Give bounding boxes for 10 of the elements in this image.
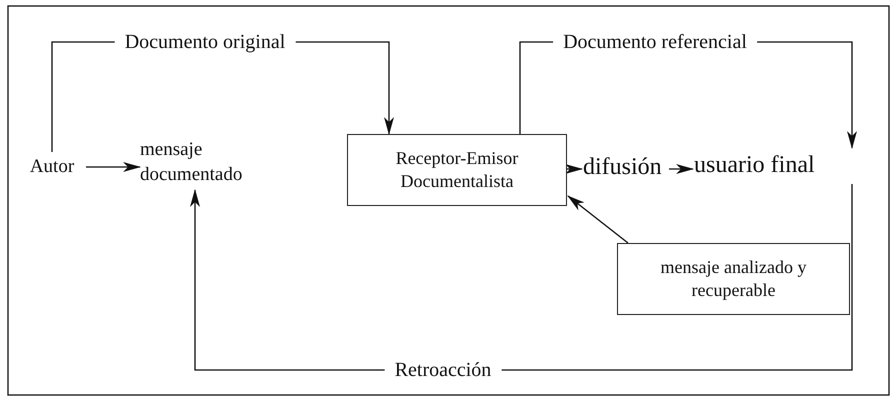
process-box: Receptor-Emisor Documentalista bbox=[347, 134, 567, 206]
node-label: mensaje documentado bbox=[140, 136, 255, 190]
process-box: mensaje analizado y recuperable bbox=[617, 243, 850, 315]
arrow bbox=[565, 164, 583, 174]
arrow bbox=[86, 162, 141, 172]
arrow bbox=[567, 195, 628, 244]
node-label: Autor bbox=[18, 152, 86, 182]
node-label: difusión bbox=[583, 152, 667, 184]
node-label: usuario final bbox=[694, 148, 854, 184]
arrow bbox=[669, 164, 694, 174]
